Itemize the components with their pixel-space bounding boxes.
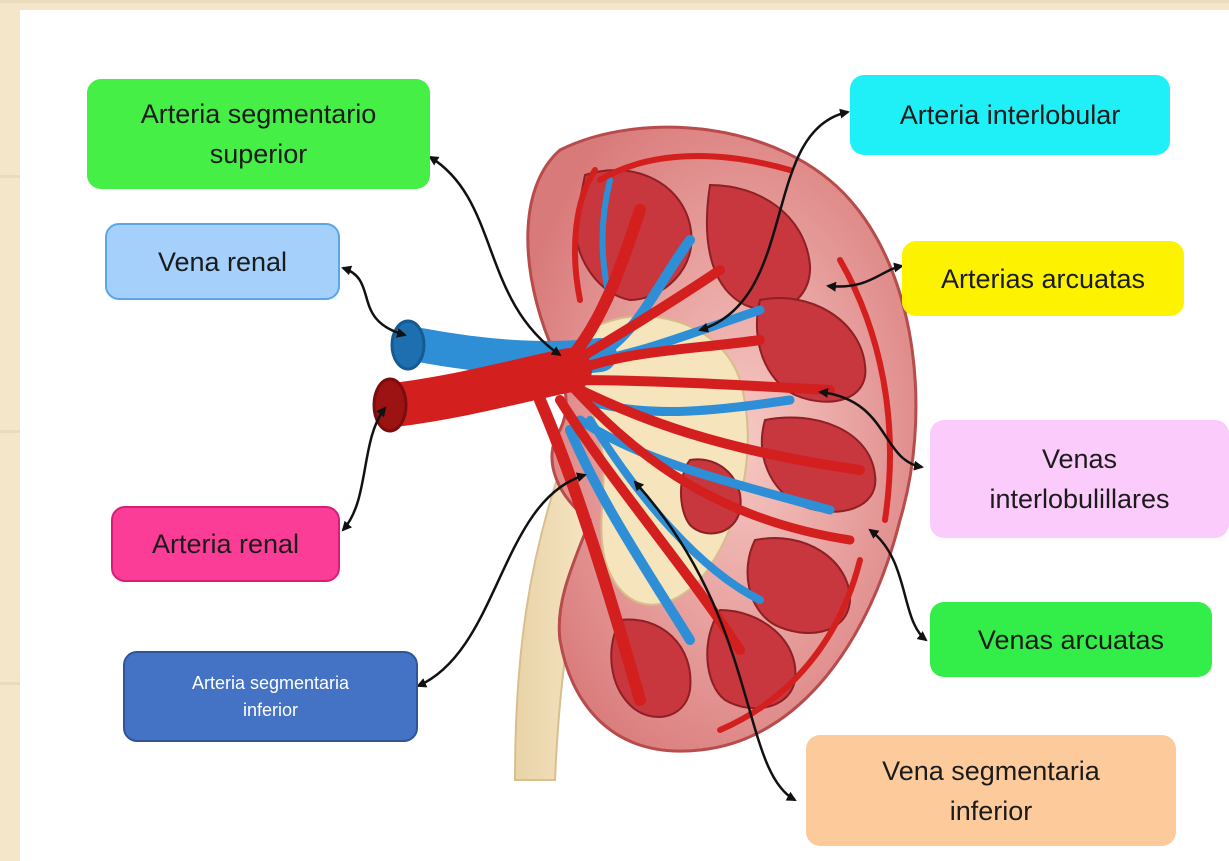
label-venas-interlobulillares: Venas interlobulillares xyxy=(930,420,1229,538)
label-arteria-segmentaria-inferior: Arteria segmentaria inferior xyxy=(123,651,418,742)
label-vena-renal: Vena renal xyxy=(105,223,340,300)
arrow-vena-renal xyxy=(343,268,405,335)
arrow-arteria-renal xyxy=(343,408,385,530)
label-arteria-interlobular: Arteria interlobular xyxy=(850,75,1170,155)
renal-vein-opening xyxy=(392,321,424,369)
renal-artery-opening xyxy=(374,379,406,431)
label-arterias-arcuatas: Arterias arcuatas xyxy=(902,241,1184,316)
label-vena-segmentaria-inferior: Vena segmentaria inferior xyxy=(806,735,1176,846)
label-arteria-renal: Arteria renal xyxy=(111,506,340,582)
label-arteria-segmentario-superior: Arteria segmentario superior xyxy=(87,79,430,189)
label-venas-arcuatas: Venas arcuatas xyxy=(930,602,1212,677)
